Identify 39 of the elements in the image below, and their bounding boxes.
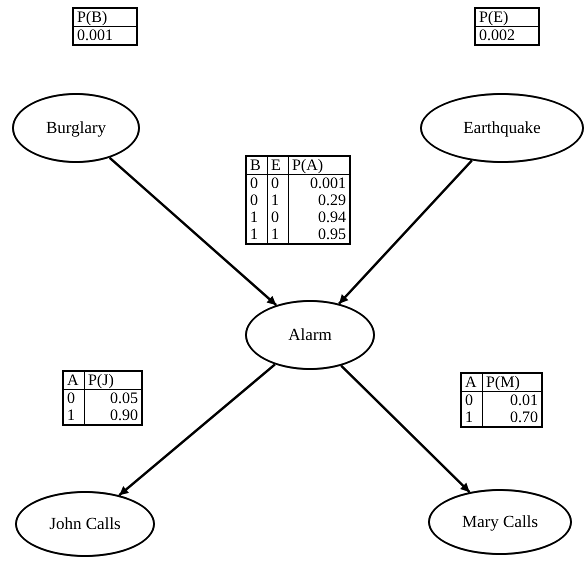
table-cell: 1 — [246, 226, 268, 244]
table-cell: A — [461, 373, 482, 392]
arrow — [340, 364, 470, 493]
table-cell: 0.01 — [482, 392, 542, 409]
table-cell: 0 — [461, 392, 482, 409]
table-cell: 0.94 — [288, 209, 350, 226]
table-cell: 1 — [63, 407, 84, 425]
table-cell: 0.70 — [482, 409, 542, 427]
arrow — [118, 364, 276, 496]
table-cell: 0.001 — [288, 174, 350, 192]
table-cell: 0 — [268, 209, 288, 226]
node-label: Mary Calls — [462, 512, 538, 532]
table-cell: P(J) — [84, 371, 142, 390]
table-cell: 0.002 — [475, 26, 539, 45]
table-cell: 0.95 — [288, 226, 350, 244]
table-cell: P(A) — [288, 156, 350, 174]
table-cell: 0.29 — [288, 192, 350, 209]
table-cell: 0.001 — [73, 26, 137, 45]
node-label: Alarm — [288, 325, 332, 345]
table-cell: E — [268, 156, 288, 174]
table-cell: P(B) — [73, 8, 137, 26]
node-label: Earthquake — [463, 118, 541, 138]
table-cell: 1 — [246, 209, 268, 226]
table-cell: P(E) — [475, 8, 539, 26]
table-cell: 0 — [268, 174, 288, 192]
table-cell: 1 — [461, 409, 482, 427]
table-cell: A — [63, 371, 84, 390]
table-cell: B — [246, 156, 268, 174]
table-cell: 1 — [268, 226, 288, 244]
table-cell: P(M) — [482, 373, 542, 392]
table-cell: 0.05 — [84, 390, 142, 407]
node-label: John Calls — [49, 514, 121, 534]
table-cell: 0 — [63, 390, 84, 407]
table-cell: 0 — [246, 174, 268, 192]
table-cell: 0 — [246, 192, 268, 209]
table-cell: 1 — [268, 192, 288, 209]
node-label: Burglary — [46, 118, 106, 138]
arrow — [108, 156, 278, 306]
table-cell: 0.90 — [84, 407, 142, 425]
